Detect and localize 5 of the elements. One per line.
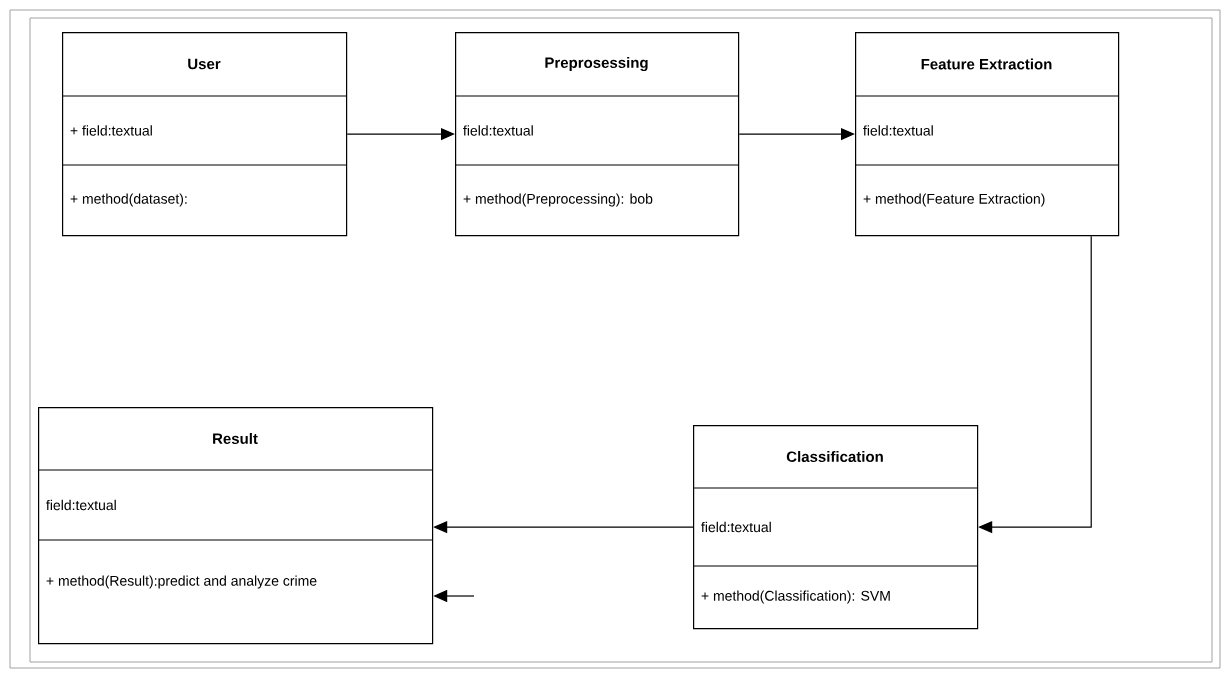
class-box: Classification field:textual + method(Classification): SVM	[692, 425, 979, 630]
class-box: Feature Extraction field:textual + method(Feature Extraction)	[854, 32, 1120, 237]
class-box: Result field:textual + method(Result):predict and analyze crime	[37, 407, 434, 645]
class-box: User + field:textual + method(dataset):	[61, 32, 348, 237]
class-box: Preprosessing field:textual + method(Preprocessing): bob	[454, 32, 740, 237]
